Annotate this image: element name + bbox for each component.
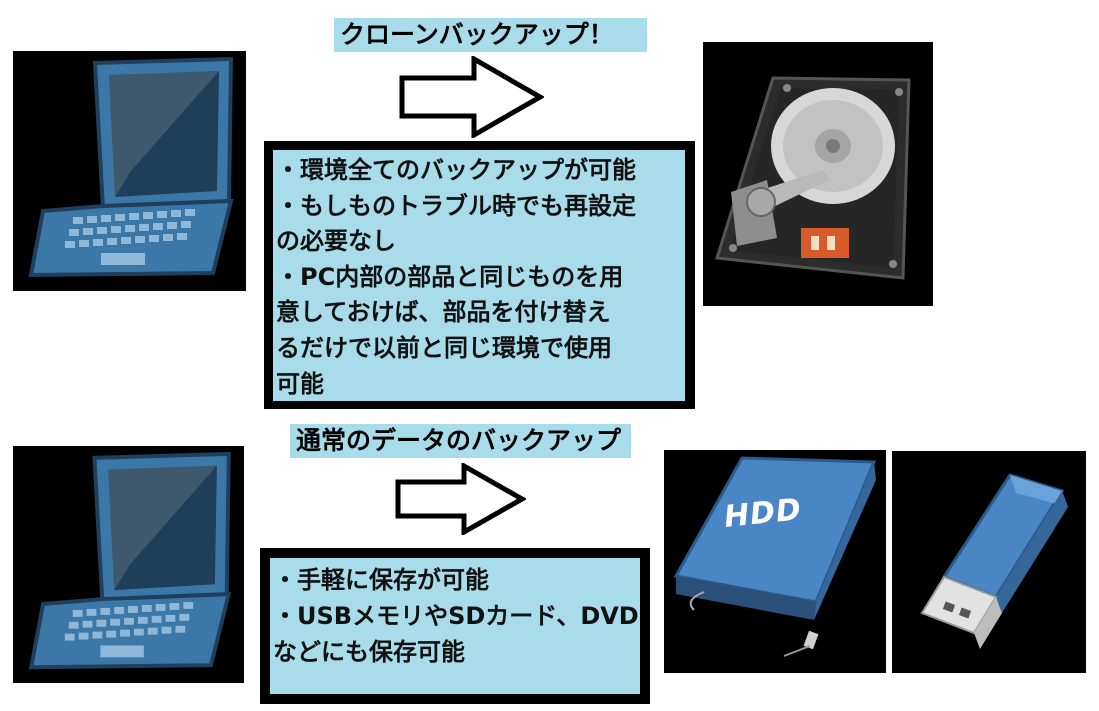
internal-hdd-tile [703,42,933,306]
normal-benefits-box: ・手軽に保存が可能 ・USBメモリやSDカード、DVD などにも保存可能 [260,548,650,704]
laptop-tile-bottom [13,446,244,683]
laptop-tile-top [13,51,246,291]
clone-benefits-box: ・環境全てのバックアップが可能 ・もしものトラブル時でも再設定 の必要なし ・P… [264,141,695,409]
normal-point: ・手軽に保存が可能 [273,566,489,594]
internal-hdd-icon [715,76,911,280]
normal-point: などにも保存可能 [273,638,465,666]
external-hdd-tile: HDD [664,450,886,673]
laptop-icon [28,56,234,278]
normal-point: ・USBメモリやSDカード、DVD [273,602,639,630]
usb-stick-tile [892,451,1086,673]
clone-point: 意しておけば、部品を付け替え [276,298,611,327]
clone-point: の必要なし [276,227,396,256]
clone-point: ・もしものトラブル時でも再設定 [276,191,636,220]
clone-point: るだけで以前と同じ環境で使用 [276,333,612,362]
usb-stick-icon [920,473,1068,649]
clone-point: ・環境全てのバックアップが可能 [276,156,636,184]
clone-point: ・PC内部の部品と同じものを用 [276,262,624,291]
normal-backup-title: 通常のデータのバックアップ [290,424,631,458]
clone-backup-title: クローンバックアップ！ [334,18,647,52]
right-arrow-icon [399,56,544,138]
laptop-icon [28,451,232,670]
clone-point: 可能 [276,369,324,398]
external-hdd-icon [673,456,877,657]
right-arrow-icon [395,463,526,535]
